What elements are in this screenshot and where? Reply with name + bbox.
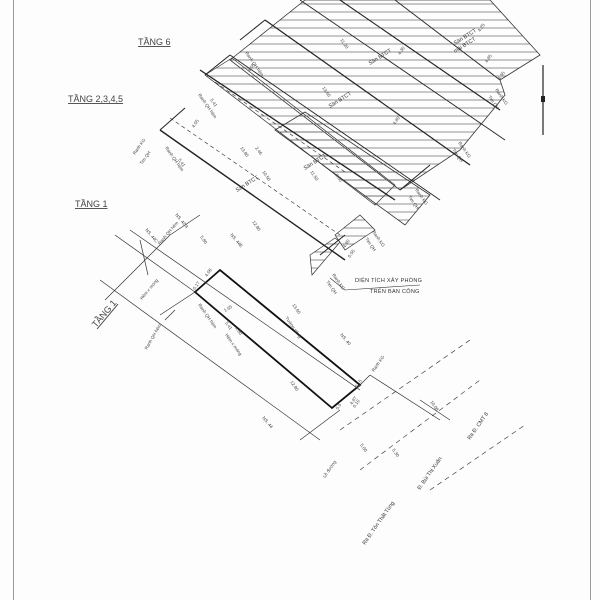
floor-2345-label: TẦNG 2,3,4,5: [68, 94, 123, 104]
dim-0-15: 0.15: [354, 378, 363, 388]
house-number-44e: NS. 44E: [229, 232, 244, 248]
dim-5-80: 5.80: [199, 235, 208, 245]
road-ton-that-tung: Ra Đ. Tôn Thất Tùng: [362, 501, 396, 547]
north-arrow-icon: [541, 65, 545, 135]
sheet-border-right: [590, 0, 591, 600]
dim-0-17: 0.17: [192, 280, 201, 290]
dim-0-55: 0.55: [347, 248, 356, 258]
sheet-border-left: [13, 0, 14, 600]
tuong-rieng-label: Tường riêng: [284, 316, 303, 340]
floor-6-label: TẦNG 6: [138, 37, 171, 47]
dim-10-08: 10.08: [429, 400, 440, 412]
dim-4-80: 4.80: [392, 115, 401, 125]
hem-x-mong-label-2: Hẻm x móng: [224, 333, 243, 357]
le-duong-label: Lề đường: [322, 459, 338, 478]
road-cmt8: Ra Đ. CMT 8: [467, 411, 490, 441]
dim-5-00: 5.00: [359, 443, 368, 453]
balcony-note-line1: DIỆN TÍCH XÂY PHÒNG: [355, 276, 422, 284]
balcony-room-hatched: [309, 237, 341, 276]
dim-4-05: 4.05: [191, 118, 200, 128]
dim-1-80: 1.80: [234, 326, 243, 336]
dim-10-50: 10.50: [261, 170, 272, 182]
ranh-kg-label-f1: Ranh KG: [371, 354, 386, 372]
floor-1-label-a: TẦNG 1: [75, 199, 108, 209]
dim-4-25: 4.25: [477, 22, 486, 32]
floor-1-label-b: TẦNG 1: [90, 298, 119, 329]
balcony-room-hatched-2: [334, 214, 376, 251]
dim-4-06: 4.06: [204, 267, 213, 277]
dim-5-41: 5.41: [177, 158, 186, 168]
dim-5-41-b: 5.41: [209, 98, 218, 108]
dim-11-20: 11.20: [339, 38, 350, 50]
dim-4-87: 4.87: [349, 395, 358, 405]
ranh-qh-hem-label-f1b: Ranh QH hẻm: [144, 323, 163, 351]
dim-4-30: 4.30: [397, 45, 406, 55]
house-number-44: NS. 44: [261, 415, 274, 429]
dim-4-80-b: 4.80: [342, 238, 351, 248]
dim-13-60: 13.60: [321, 86, 332, 98]
dim-12-80: 12.80: [251, 220, 262, 232]
dim-13-80: 13.80: [239, 146, 250, 158]
dim-4-85: 4.85: [484, 53, 493, 63]
dim-9-60: 9.60: [334, 173, 343, 183]
road-bui-thi-xuan: Đ. Bùi Thị Xuân: [417, 456, 444, 491]
house-number-40: NS. 40: [339, 332, 352, 346]
dim-5-5: 5.5: [335, 402, 343, 410]
dim-5-41-f1: 5.41: [224, 321, 233, 331]
tim-qh-label: Tim QH: [139, 150, 152, 165]
floor1-group: [99, 214, 526, 491]
ranh-qh-hem-label-f1a: Ranh QH hẻm: [157, 220, 179, 245]
dim-1-65: 1.65: [223, 304, 234, 313]
dim-11-50: 11.50: [309, 170, 320, 182]
balcony-note-line2: TRÊN BAN CÔNG: [370, 287, 420, 295]
dim-2-46: 2.46: [254, 146, 263, 156]
dim-4-35: 4.35: [497, 70, 506, 80]
hem-x-mong-label-1: Hẻm x móng: [139, 278, 160, 301]
dim-0-10: 0.10: [352, 398, 361, 408]
upper-floors-group: [159, 0, 541, 276]
dim-4-05-b: 4.05: [247, 62, 256, 72]
dim-13-60-f1: 13.60: [291, 303, 302, 315]
dim-5-30: 5.30: [391, 448, 400, 458]
dim-12-80-f1: 12.80: [289, 380, 300, 392]
tim-qh-label-right-4: Tim QH: [364, 237, 377, 252]
ranh-qh-hem-label-f1c: Ranh QH hẻm: [197, 303, 218, 330]
